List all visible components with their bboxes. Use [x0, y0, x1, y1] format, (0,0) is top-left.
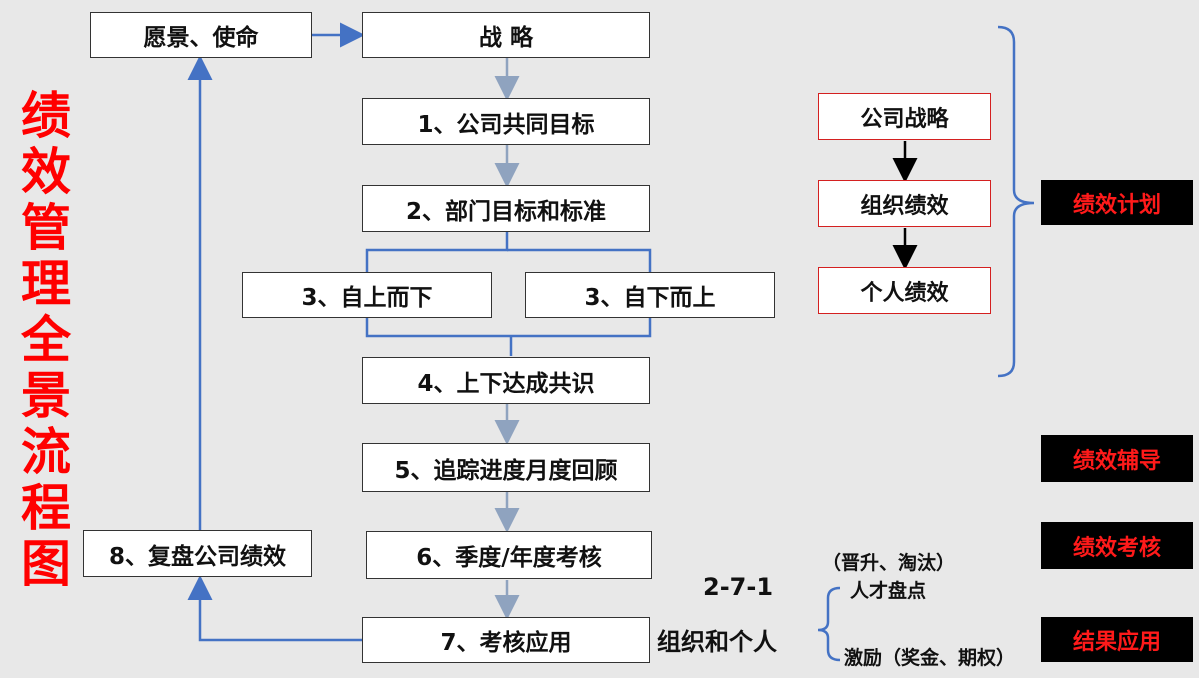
step6-box: 6、季度/年度考核: [366, 531, 652, 579]
merge-bracket: [365, 318, 652, 338]
step1-box: 1、公司共同目标: [362, 98, 650, 145]
step8-box: 8、复盘公司绩效: [83, 530, 312, 577]
stage-tag-coach: 绩效辅导: [1041, 435, 1193, 482]
step4-box: 4、上下达成共识: [362, 357, 650, 404]
plan-chain-personal-performance: 个人绩效: [818, 267, 991, 314]
plan-brace: [997, 25, 1035, 378]
split-bracket-right: [507, 248, 652, 272]
split-bracket: [365, 232, 509, 272]
promotion-note: （晋升、淘汰）: [822, 552, 956, 574]
plan-chain-org-performance: 组织绩效: [818, 180, 991, 227]
stage-tag-plan: 绩效计划: [1041, 180, 1193, 225]
application-brace: [817, 586, 841, 662]
plan-chain-company-strategy: 公司战略: [818, 93, 991, 140]
stage-tag-apply: 结果应用: [1041, 617, 1193, 662]
incentive: 激励（奖金、期权）: [844, 647, 1016, 669]
diagram-title: 绩效管理全景流程图: [21, 87, 71, 593]
step2-box: 2、部门目标和标准: [362, 185, 650, 232]
vision-box: 愿景、使命: [90, 12, 312, 58]
application-scope: 组织和个人: [657, 628, 777, 656]
step5-box: 5、追踪进度月度回顾: [362, 443, 650, 492]
step3a-box: 3、自上而下: [242, 272, 492, 318]
loop-step7-step8: [187, 575, 362, 642]
talent-review: 人才盘点: [850, 580, 927, 602]
step7-box: 7、考核应用: [362, 617, 650, 663]
strategy-box: 战 略: [362, 12, 650, 58]
distribution-ratio: 2-7-1: [703, 573, 774, 601]
stage-tag-assess: 绩效考核: [1041, 522, 1193, 569]
step3b-box: 3、自下而上: [525, 272, 775, 318]
